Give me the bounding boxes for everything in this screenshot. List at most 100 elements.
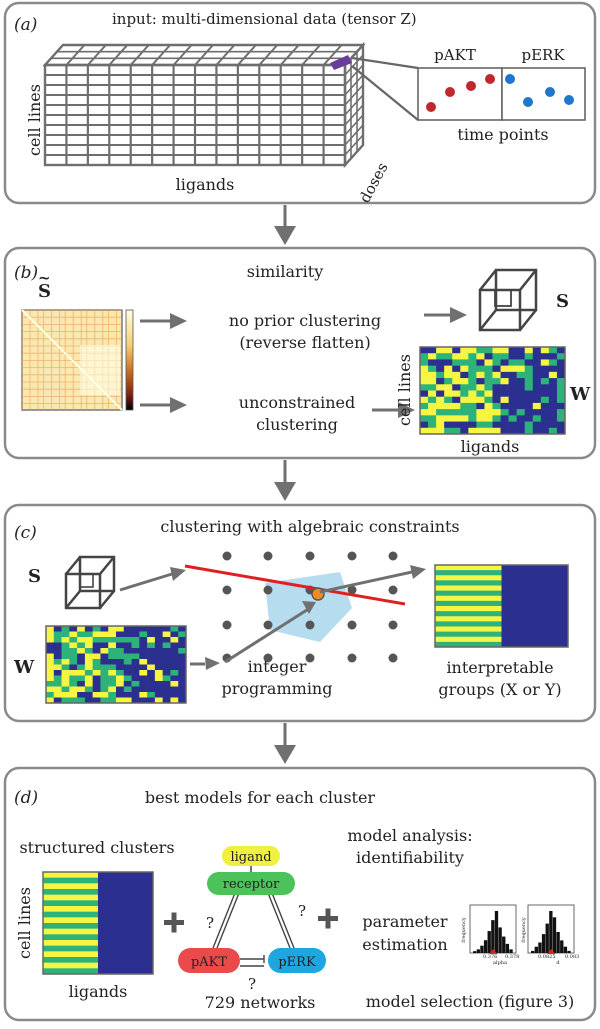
histogram-bar — [494, 911, 499, 953]
w-heatmap-cell — [92, 626, 101, 632]
w-heatmap-cell — [147, 681, 156, 687]
w-heatmap-cell — [147, 697, 156, 704]
w-heatmap-cell — [84, 692, 93, 698]
w-heatmap-cell — [170, 681, 179, 687]
w-heatmap-cell — [436, 390, 445, 398]
structured-heatmap-frame — [42, 871, 154, 975]
hist2-tick: 0.083 — [565, 954, 579, 960]
edge-receptor-perk-2 — [271, 892, 295, 949]
w-heatmap-cell — [46, 697, 55, 704]
w-heatmap-cell — [468, 365, 477, 373]
w-heatmap-cell — [139, 637, 148, 643]
w-heatmap-cell — [53, 653, 62, 660]
w-heatmap-cell — [508, 371, 517, 379]
w-heatmap-cell — [147, 637, 156, 643]
tensor-top-line — [65, 44, 86, 66]
w-heatmap-cell — [69, 637, 78, 643]
w-heatmap-cell — [154, 653, 163, 660]
w-heatmap-cell — [92, 670, 101, 676]
w-heatmap-cell — [428, 359, 437, 366]
w-heatmap-cell — [484, 402, 493, 410]
w-heatmap-cell — [508, 415, 517, 422]
w-heatmap-cell — [460, 371, 469, 379]
w-heatmap-cell — [178, 637, 187, 643]
w-heatmap-cell — [524, 415, 534, 422]
w-heatmap-cell — [444, 396, 453, 404]
w-heatmap-cell — [108, 675, 117, 682]
arrowhead — [398, 402, 415, 418]
w-heatmap-cell — [139, 686, 148, 693]
w-heatmap-cell — [556, 415, 566, 422]
w-heatmap-cell — [476, 390, 485, 398]
w-heatmap-cell — [108, 681, 117, 687]
w-heatmap-cell — [540, 409, 550, 416]
w-heatmap-cell — [540, 359, 550, 366]
w-heatmap-cell — [468, 427, 477, 435]
w-heatmap-cell — [53, 642, 62, 649]
w-heatmap-cell — [116, 637, 125, 643]
w-heatmap-cell — [516, 365, 526, 373]
parameter-line2: estimation — [362, 935, 447, 954]
w-heatmap-cell — [77, 659, 86, 665]
w-heatmap-cell — [436, 402, 445, 410]
w-heatmap-cell — [556, 378, 566, 385]
w-heatmap-cell — [170, 686, 179, 693]
w-heatmap-cell — [84, 675, 93, 682]
w-heatmap-cell — [84, 670, 93, 676]
w-heatmap-cell — [492, 353, 501, 360]
w-heatmap-cell — [428, 421, 437, 429]
w-heatmap-cell — [92, 692, 101, 698]
group-stripe — [435, 590, 502, 597]
w-heatmap-cell — [460, 390, 469, 398]
w-heatmap-cell — [147, 642, 156, 649]
w-heatmap-cell — [508, 402, 517, 410]
w-heatmap-cell — [420, 396, 429, 404]
w-heatmap-cell — [108, 653, 117, 660]
w-heatmap-cell — [436, 415, 445, 422]
lattice-point — [263, 585, 273, 595]
w-heatmap-cell — [100, 681, 109, 687]
w-heatmap-cell — [548, 390, 558, 398]
w-heatmap-cell — [548, 353, 558, 360]
w-heatmap-cell — [420, 353, 429, 360]
w-heatmap-cell — [69, 686, 78, 693]
w-heatmap-cell — [154, 675, 163, 682]
lattice-point — [222, 585, 232, 595]
w-heatmap-cell — [460, 402, 469, 410]
w-heatmap-cell — [556, 402, 566, 410]
group-stripe — [43, 962, 98, 969]
w-heatmap-cell — [516, 402, 526, 410]
w-heatmap-cell — [452, 427, 461, 435]
w-heatmap-cell — [524, 402, 534, 410]
interpretable-line2: groups (X or Y) — [438, 680, 561, 699]
w-heatmap-cell — [162, 648, 171, 654]
w-heatmap-cell — [53, 626, 62, 632]
w-heatmap-cell — [532, 378, 542, 385]
w-heatmap-cell — [524, 359, 534, 366]
w-heatmap-cell — [61, 653, 70, 660]
w-heatmap-cell — [178, 692, 187, 698]
w-heatmap-cell — [444, 402, 453, 410]
w-heatmap-cell — [53, 697, 62, 704]
plus-icon-right — [318, 908, 338, 929]
group-stripe — [43, 906, 98, 912]
w-heatmap-cell — [484, 371, 493, 379]
s-matrix-label-c: S — [28, 566, 41, 587]
w-heatmap-cell — [468, 402, 477, 410]
w-heatmap-cell — [178, 642, 187, 649]
w-heatmap-cell — [540, 371, 550, 379]
w-heatmap-cell — [139, 631, 148, 638]
w-heatmap-cell — [468, 415, 477, 422]
w-heatmap-cell — [154, 686, 163, 693]
w-heatmap-cell — [492, 421, 501, 429]
tensor-top-line — [194, 44, 214, 66]
w-heatmap-cell — [508, 378, 517, 385]
group-stripe — [435, 616, 502, 622]
w-heatmap-cell — [154, 659, 163, 665]
w-heatmap-cell — [548, 396, 558, 404]
arrowhead — [170, 567, 186, 581]
w-heatmap-cell — [162, 664, 171, 671]
w-heatmap-cell — [436, 365, 445, 373]
w-heatmap-cell — [116, 626, 125, 632]
histogram-marker — [547, 949, 556, 954]
